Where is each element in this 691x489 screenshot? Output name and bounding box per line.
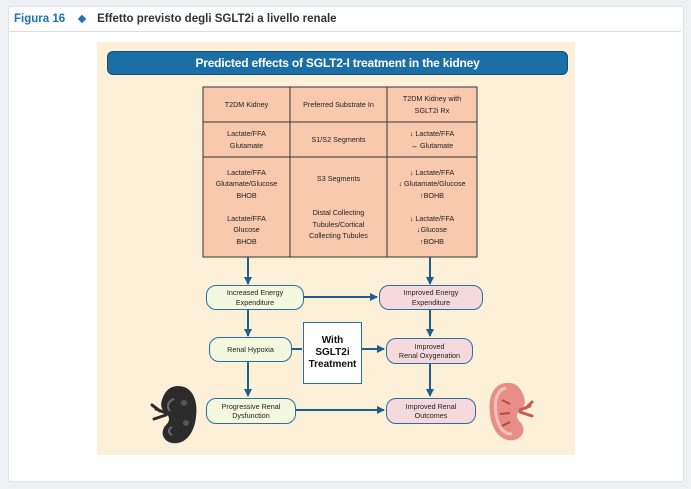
table-header-cell: Preferred Substrate In xyxy=(290,87,387,122)
table-header-text: Preferred Substrate In xyxy=(303,99,374,109)
table-background xyxy=(202,86,478,258)
table-cell-text: ↓ Lactate/FFA ↔ Glutamate xyxy=(409,129,455,150)
table-cell-text: Lactate/FFA Glutamate/Glucose BHOB Lacta… xyxy=(215,167,278,246)
table-cell-text: Lactate/FFA Glutamate xyxy=(227,129,266,150)
table-cell: Lactate/FFA Glutamate xyxy=(203,122,290,157)
node-improved-renal-outcomes: Improved Renal Outcomes xyxy=(386,398,476,424)
table-cell-text: ↓ Lactate/FFA ↓ Glutamate/Glucose ↑BOHB … xyxy=(398,167,466,246)
figure-label: Figura 16 xyxy=(14,13,66,25)
table-cell: S1/S2 Segments xyxy=(290,122,387,157)
node-improved-renal-oxygenation: Improved Renal Oxygenation xyxy=(386,338,473,364)
table-cell: ↓ Lactate/FFA ↓ Glutamate/Glucose ↑BOHB … xyxy=(387,157,477,257)
node-increased-energy-expenditure: Increased Energy Expenditure xyxy=(206,285,304,310)
table-cell-text: S3 Segments Distal Collecting Tubules/Co… xyxy=(309,173,368,241)
table-cell: Lactate/FFA Glutamate/Glucose BHOB Lacta… xyxy=(203,157,290,257)
table-cell: ↓ Lactate/FFA ↔ Glutamate xyxy=(387,122,477,157)
center-label-box: With SGLT2i Treatment xyxy=(303,322,362,384)
figure-title: Effetto previsto degli SGLT2i a livello … xyxy=(97,13,337,25)
node-improved-energy-expenditure: Improved Energy Expenditure xyxy=(379,285,483,310)
node-renal-hypoxia: Renal Hypoxia xyxy=(209,337,292,362)
table-header-cell: T2DM Kidney with SGLT2i Rx xyxy=(387,87,477,122)
diagram-banner: Predicted effects of SGLT2-I treatment i… xyxy=(107,51,568,75)
caption-divider xyxy=(9,31,681,32)
damaged-kidney-icon xyxy=(150,386,197,444)
table-header-text: T2DM Kidney xyxy=(224,99,269,109)
table-cell: S3 Segments Distal Collecting Tubules/Co… xyxy=(290,157,387,257)
figure-caption: Figura 16 Effetto previsto degli SGLT2i … xyxy=(14,10,337,28)
healthy-kidney-icon xyxy=(489,382,534,441)
table-header-cell: T2DM Kidney xyxy=(203,87,290,122)
table-cell-text: S1/S2 Segments xyxy=(311,134,366,144)
node-progressive-renal-dysfunction: Progressive Renal Dysfunction xyxy=(206,398,296,424)
table-header-text: T2DM Kidney with SGLT2i Rx xyxy=(402,94,462,115)
